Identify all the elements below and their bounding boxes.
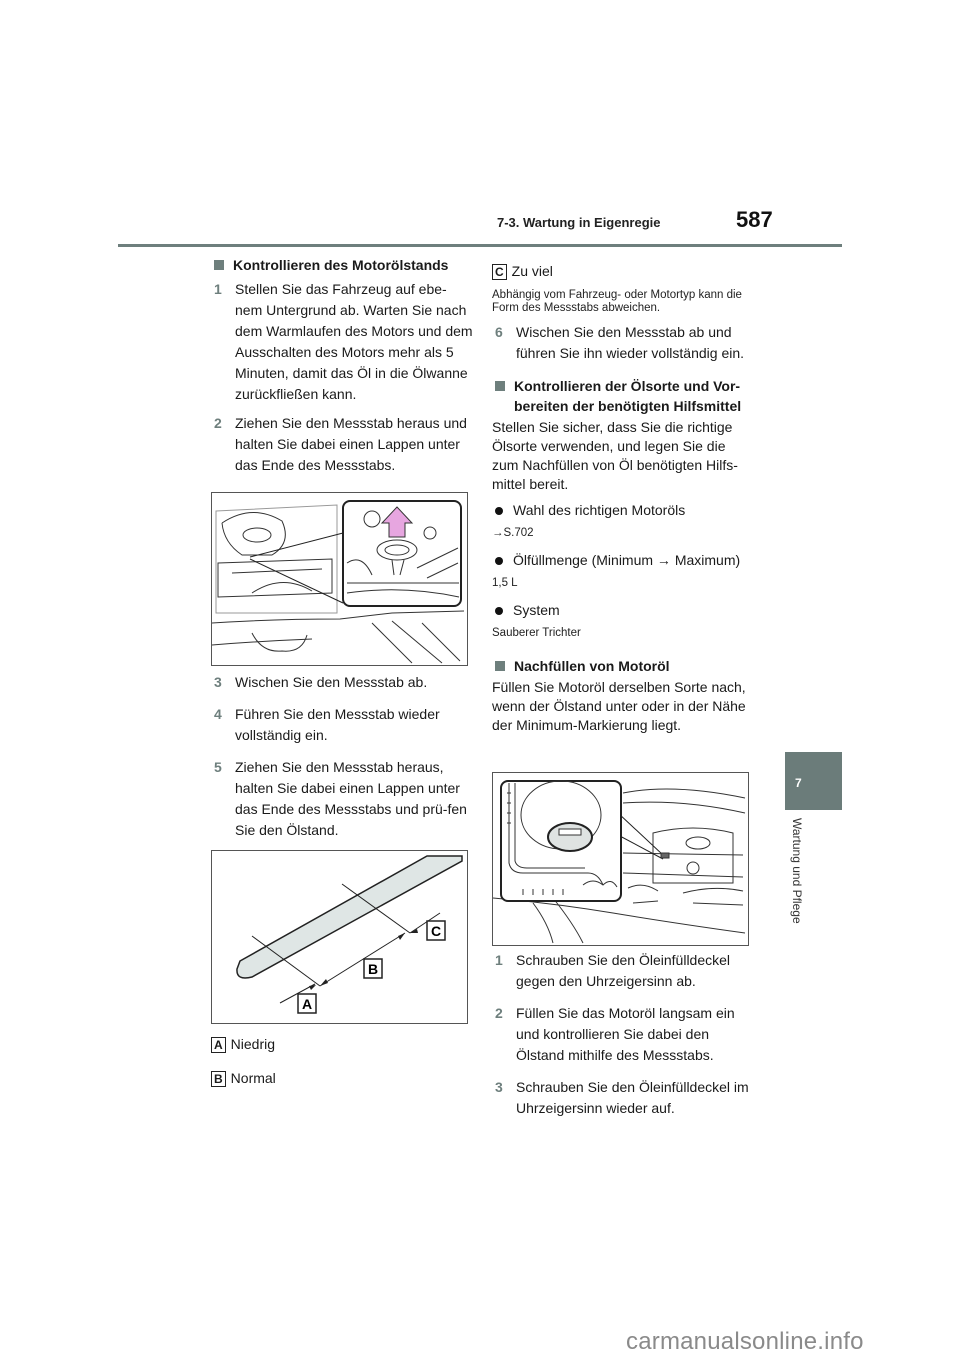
step-item: 2 Füllen Sie das Motoröl langsam ein und… [492,1003,754,1066]
bullet-detail: 1,5 L [492,577,518,589]
chapter-label: Wartung und Pflege [790,818,804,924]
bullet-item: Wahl des richtigen Motoröls [492,500,754,521]
step-number: 6 [495,324,503,340]
step-text: Schrauben Sie den Öleinfülldeckel gegen … [516,952,731,989]
arrow-up-icon [380,506,414,538]
step-item: 3 Schrauben Sie den Öleinfülldeckel im U… [492,1077,754,1119]
refill-steps: 1 Schrauben Sie den Öleinfülldeckel gege… [492,950,754,1119]
step-text: Stellen Sie das Fahrzeug auf ebe-nem Unt… [235,281,473,402]
bullet-detail: Sauberer Trichter [492,627,581,639]
section-title-oil-type: Kontrollieren der Ölsorte und Vor-bereit… [492,376,754,416]
dipstick-illustration: C B A [236,855,463,1014]
bullet-dot-icon [495,607,503,615]
chapter-number: 7 [795,776,802,790]
figure-oil-filler-cap [492,772,749,946]
bullet-item: Ölfüllmenge (Minimum → Maximum) [492,550,754,571]
left-column-steps: 3 Wischen Sie den Messstab ab. 4 Führen … [211,672,473,841]
header-divider [118,244,842,247]
chapter-tab[interactable]: 7 [785,752,842,810]
svg-text:B: B [368,961,378,977]
label-c: C [426,920,446,941]
step-number: 3 [214,674,222,690]
label-a: A [297,993,317,1014]
bullet-detail-link[interactable]: →S.702 [492,527,534,539]
step-text: Schrauben Sie den Öleinfülldeckel im Uhr… [516,1079,749,1116]
step-number: 2 [495,1005,503,1021]
oil-cap-icon [547,822,593,852]
step-text: Ziehen Sie den Messstab heraus, halten S… [235,759,467,838]
step-text: Wischen Sie den Messstab ab und führen S… [516,324,745,361]
step-text: Ziehen Sie den Messstab heraus und halte… [235,415,467,473]
step-item: 1 Stellen Sie das Fahrzeug auf ebe-nem U… [211,279,473,405]
section2-body: Stellen Sie sicher, dass Sie die richtig… [492,419,738,492]
section-title-oil-level: Kontrollieren des Motorölstands [211,255,473,275]
step-item: 3 Wischen Sie den Messstab ab. [211,672,473,693]
left-column: Kontrollieren des Motorölstands 1 Stelle… [211,255,473,476]
section-header: 7-3. Wartung in Eigenregie [497,215,661,230]
step-text: Führen Sie den Messstab wieder vollständ… [235,706,440,743]
step-item: 1 Schrauben Sie den Öleinfülldeckel gege… [492,950,754,992]
section-square-icon [214,260,224,270]
section-square-icon [495,381,505,391]
svg-text:C: C [431,923,441,939]
watermark-link[interactable]: carmanualsonline.info [626,1328,864,1355]
section-title-refill: Nachfüllen von Motoröl [492,656,754,676]
step-item: 6 Wischen Sie den Messstab ab und führen… [492,322,754,364]
oil-cap-illustration [492,780,746,944]
step-item: 5 Ziehen Sie den Messstab heraus, halten… [211,757,473,841]
step-text: Wischen Sie den Messstab ab. [235,674,428,690]
step-number: 3 [495,1079,503,1095]
step-text: Füllen Sie das Motoröl langsam ein und k… [516,1005,735,1063]
step-item: 2 Ziehen Sie den Messstab heraus und hal… [211,413,473,476]
figure-dipstick-location [211,492,468,666]
step-number: 5 [214,759,222,775]
section3-body: Füllen Sie Motoröl derselben Sorte nach,… [492,679,746,733]
figure-dipstick-levels: C B A [211,850,468,1024]
section-square-icon [495,661,505,671]
page-number: 587 [736,207,773,232]
step-number: 2 [214,415,222,431]
label-b: B [363,958,383,979]
svg-text:A: A [302,996,312,1012]
step-number: 4 [214,706,222,722]
step-number: 1 [495,952,503,968]
bullet-dot-icon [495,557,503,565]
dipstick-note: Abhängig vom Fahrzeug- oder Motortyp kan… [492,289,742,314]
bullet-item: System [492,600,754,621]
engine-illustration [211,500,465,664]
bullet-dot-icon [495,507,503,515]
step-number: 1 [214,281,222,297]
step-item: 4 Führen Sie den Messstab wieder vollstä… [211,704,473,746]
